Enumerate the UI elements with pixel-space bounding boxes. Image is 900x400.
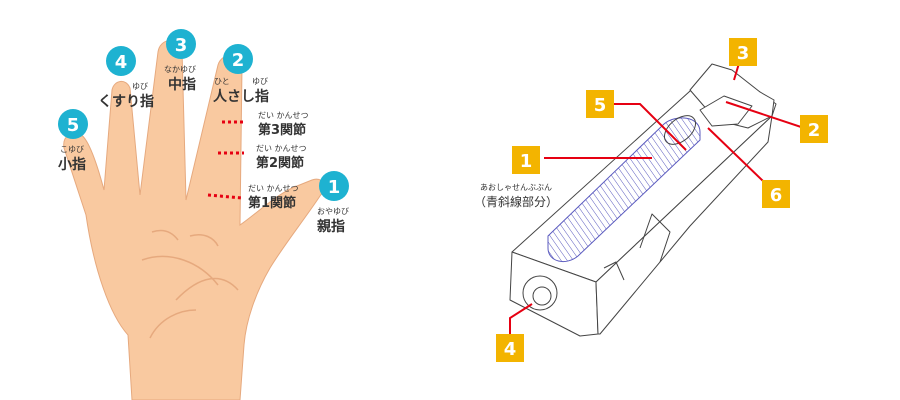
joint-label-2: だい かんせつ 第2関節 bbox=[256, 144, 307, 171]
svg-text:だい かんせつ: だい かんせつ bbox=[248, 184, 299, 193]
finger-label-middle: なかゆび 中指 bbox=[164, 65, 196, 93]
joint-markers bbox=[207, 120, 246, 200]
joint-label-3: だい かんせつ 第3関節 bbox=[258, 111, 309, 138]
front-hole-inner bbox=[532, 286, 552, 306]
square-badge-3: 3 bbox=[729, 38, 757, 66]
svg-text:だい かんせつ: だい かんせつ bbox=[258, 111, 309, 120]
badge-index: 2 bbox=[223, 44, 253, 74]
svg-text:2: 2 bbox=[808, 120, 821, 141]
badge-thumb: 1 bbox=[319, 171, 349, 201]
svg-text:第3関節: 第3関節 bbox=[258, 122, 306, 138]
svg-text:小指: 小指 bbox=[58, 156, 86, 173]
pointer-6 bbox=[707, 127, 765, 183]
hatched-groove bbox=[547, 117, 701, 263]
svg-text:だい かんせつ: だい かんせつ bbox=[256, 144, 307, 153]
badge-pinky: 5 bbox=[58, 109, 88, 139]
svg-text:5: 5 bbox=[67, 115, 80, 136]
pointer-5 bbox=[614, 103, 687, 151]
svg-text:4: 4 bbox=[504, 339, 517, 360]
svg-text:1: 1 bbox=[328, 177, 341, 198]
svg-text:おやゆび: おやゆび bbox=[317, 207, 349, 216]
svg-text:あおしゃせんぶぶん: あおしゃせんぶぶん bbox=[480, 183, 552, 192]
badge-ring: 4 bbox=[106, 46, 136, 76]
svg-text:第1関節: 第1関節 bbox=[248, 195, 296, 211]
svg-text:ひと: ひと bbox=[214, 77, 230, 86]
svg-text:親指: 親指 bbox=[317, 218, 345, 235]
svg-text:3: 3 bbox=[175, 35, 188, 56]
svg-text:ゆび: ゆび bbox=[252, 77, 268, 86]
block-illustration bbox=[509, 63, 777, 337]
svg-text:（青斜線部分）: （青斜線部分） bbox=[474, 194, 558, 209]
finger-label-index: ひと ゆび 人さし指 bbox=[213, 77, 269, 105]
svg-text:ゆび: ゆび bbox=[132, 82, 148, 91]
hand-illustration: だい かんせつ 第3関節 だい かんせつ 第2関節 だい かんせつ 第1関節 1… bbox=[58, 29, 349, 400]
svg-text:3: 3 bbox=[737, 43, 750, 64]
joint-label-1: だい かんせつ 第1関節 bbox=[248, 184, 299, 211]
square-badge-4: 4 bbox=[496, 334, 524, 362]
square-badge-2: 2 bbox=[800, 115, 828, 143]
palm-creases bbox=[141, 229, 239, 339]
svg-text:くすり指: くすり指 bbox=[98, 93, 154, 110]
side-notch-2 bbox=[603, 261, 625, 281]
svg-text:人さし指: 人さし指 bbox=[213, 88, 269, 105]
svg-text:1: 1 bbox=[520, 151, 533, 172]
finger-label-thumb: おやゆび 親指 bbox=[317, 207, 349, 235]
svg-text:5: 5 bbox=[594, 95, 607, 116]
pointer-4 bbox=[509, 303, 533, 334]
oval-recess bbox=[664, 115, 696, 145]
pointer-2 bbox=[725, 101, 805, 129]
square-badge-5: 5 bbox=[586, 90, 614, 118]
block-notch bbox=[699, 95, 753, 127]
svg-text:6: 6 bbox=[770, 185, 783, 206]
finger-label-pinky: こゆび 小指 bbox=[58, 145, 86, 173]
hatch-caption: あおしゃせんぶぶん （青斜線部分） bbox=[474, 183, 558, 209]
svg-text:4: 4 bbox=[115, 52, 128, 73]
square-badge-1: 1 bbox=[512, 146, 540, 174]
svg-text:第2関節: 第2関節 bbox=[256, 155, 304, 171]
side-notch bbox=[639, 213, 671, 263]
finger-label-ring: ゆび くすり指 bbox=[98, 82, 154, 110]
svg-text:中指: 中指 bbox=[168, 76, 196, 93]
svg-text:こゆび: こゆび bbox=[60, 145, 84, 154]
badge-middle: 3 bbox=[166, 29, 196, 59]
pointer-lines bbox=[509, 59, 805, 334]
svg-text:なかゆび: なかゆび bbox=[164, 65, 196, 74]
svg-text:2: 2 bbox=[232, 50, 245, 71]
square-badge-6: 6 bbox=[762, 180, 790, 208]
